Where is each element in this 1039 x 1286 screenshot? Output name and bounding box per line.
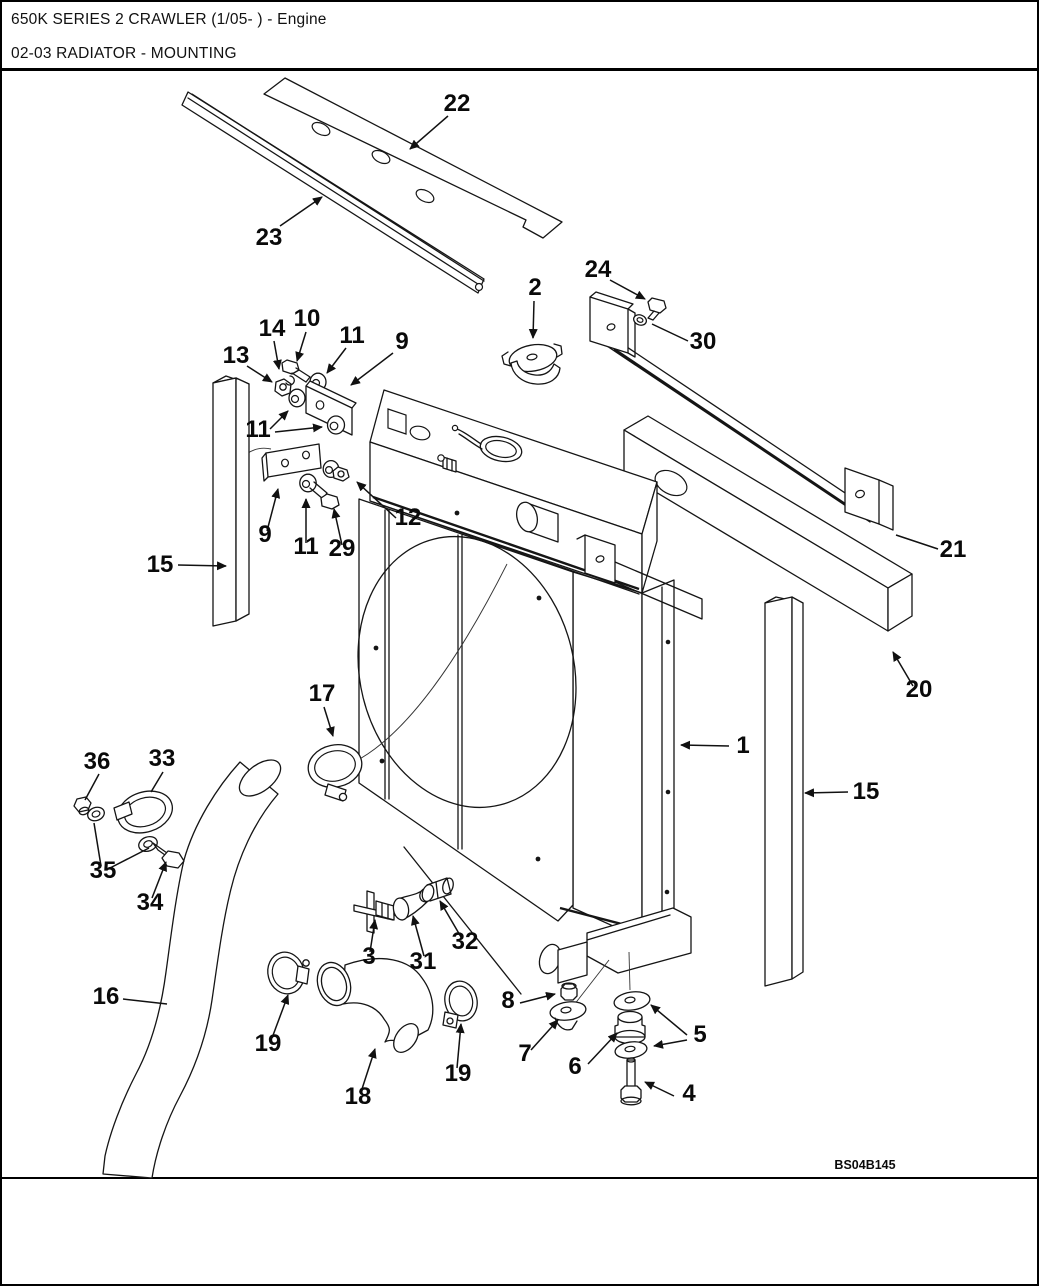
callout-5: 5 [693, 1021, 706, 1048]
callout-9b: 9 [258, 521, 271, 548]
callout-23: 23 [256, 224, 283, 251]
callout-13: 13 [223, 342, 250, 369]
part-bracket-plate [590, 292, 635, 357]
part-top-plate [264, 78, 562, 238]
callout-12: 12 [395, 504, 422, 531]
callout-32: 32 [452, 928, 479, 955]
part-upper-bracket-hardware [275, 360, 356, 435]
part-upper-hose [312, 958, 433, 1057]
callout-14: 14 [259, 315, 286, 342]
callout-22: 22 [444, 90, 471, 117]
callout-35: 35 [90, 857, 117, 884]
callout-20: 20 [906, 676, 933, 703]
page-title: 650K SERIES 2 CRAWLER (1/05- ) - Engine [11, 11, 327, 28]
callout-33: 33 [149, 745, 176, 772]
part-bolt-24 [648, 298, 666, 320]
footer-divider [2, 1177, 1037, 1179]
part-support-strap [598, 333, 893, 530]
part-foam-strip-right [765, 597, 803, 986]
leader-lines [85, 116, 938, 1096]
callout-29: 29 [329, 535, 356, 562]
part-clamp-19-right [441, 978, 481, 1028]
callout-34: 34 [137, 889, 164, 916]
part-seal-strip [182, 92, 484, 293]
callout-19-left: 19 [255, 1030, 282, 1057]
part-clamp-17 [304, 564, 507, 801]
part-lower-hose [103, 753, 287, 1178]
callout-9a: 9 [395, 328, 408, 355]
callout-6: 6 [568, 1053, 581, 1080]
callout-15-left: 15 [147, 551, 174, 578]
callout-18: 18 [345, 1083, 372, 1110]
part-hose-stub-32 [420, 877, 454, 903]
part-foam-strip-left [213, 376, 249, 626]
callout-2: 2 [528, 274, 541, 301]
part-radiator-cap [502, 341, 562, 384]
callout-19-right: 19 [445, 1060, 472, 1087]
callout-17: 17 [309, 680, 336, 707]
figure-code: BS04B145 [834, 1158, 895, 1172]
callout-16: 16 [93, 983, 120, 1010]
callout-7: 7 [518, 1040, 531, 1067]
callout-3: 3 [362, 943, 375, 970]
callout-11b: 11 [245, 416, 270, 443]
callout-11a: 11 [339, 322, 364, 349]
callout-15-right: 15 [853, 778, 880, 805]
part-clamp-19-left [263, 948, 309, 998]
part-radiator [330, 390, 702, 1005]
callout-31: 31 [410, 948, 437, 975]
callout-10: 10 [294, 305, 321, 332]
section-title: 02-03 RADIATOR - MOUNTING [11, 45, 237, 62]
callout-11c: 11 [293, 533, 318, 560]
header-divider [2, 68, 1037, 71]
callout-24: 24 [585, 256, 612, 283]
part-foam-beam [624, 416, 912, 631]
callout-1: 1 [736, 732, 749, 759]
callout-8: 8 [501, 987, 514, 1014]
callout-21: 21 [940, 536, 967, 563]
part-mount-stack [549, 983, 651, 1105]
callout-30: 30 [690, 328, 717, 355]
callout-labels: 22 23 2 24 30 13 14 10 11 9 11 9 11 29 1… [84, 90, 967, 1110]
callout-4: 4 [682, 1080, 696, 1107]
part-washer-30 [632, 313, 648, 327]
part-clamp-33-hardware [74, 784, 184, 868]
part-lower-bracket-hardware [239, 444, 349, 509]
callout-36: 36 [84, 748, 111, 775]
